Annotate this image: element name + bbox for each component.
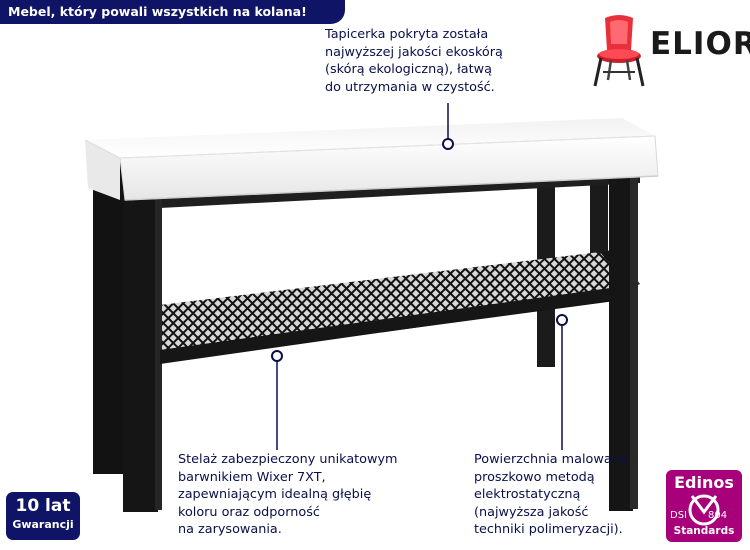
callout-line: (najwyższa jakość bbox=[474, 504, 589, 520]
callout-upholstery: Tapicerka pokryta została najwyższej jak… bbox=[325, 26, 503, 96]
mesh-shelf bbox=[160, 252, 630, 350]
callout-line: Tapicerka pokryta została bbox=[325, 27, 489, 42]
header-banner: Mebel, który powali wszystkich na kolana… bbox=[0, 0, 345, 24]
badge-right-code: 804 bbox=[708, 510, 728, 521]
callout-line: koloru oraz odporność bbox=[178, 504, 320, 520]
callout-line: (skórą ekologiczną), łatwą bbox=[325, 62, 492, 77]
callout-coating: Powierzchnia malowana proszkowo metodą e… bbox=[474, 451, 628, 539]
callout-line: zapewniającym idealną głębię bbox=[178, 487, 372, 502]
target-check-icon bbox=[688, 494, 720, 526]
chair-icon bbox=[593, 15, 645, 87]
callout-lines bbox=[271, 103, 568, 450]
callout-line: do utrzymania w czystość. bbox=[325, 79, 495, 95]
badge-left-code: DSI bbox=[670, 510, 687, 521]
callout-line: proszkowo metodą bbox=[474, 469, 595, 485]
bench-frame bbox=[93, 152, 640, 512]
callout-line: elektrostatyczną bbox=[474, 487, 581, 502]
callout-line: na zarysowania. bbox=[178, 522, 282, 537]
warranty-badge: 10 lat Gwarancji bbox=[6, 492, 80, 540]
callout-line: barwnikiem Wixer 7XT, bbox=[178, 469, 326, 485]
callout-line: Powierzchnia malowana bbox=[474, 452, 628, 467]
callout-line: techniki polimeryzacji). bbox=[474, 522, 623, 537]
badge-label: Standards bbox=[673, 525, 735, 537]
callout-line: Stelaż zabezpieczony unikatowym bbox=[178, 452, 398, 467]
brand-name: ELIOR bbox=[650, 26, 750, 62]
badge-brand: Edinos bbox=[674, 473, 734, 492]
callout-line: najwyższej jakości ekoskórą bbox=[325, 44, 503, 60]
edinos-badge: Edinos DSI 804 Standards bbox=[666, 470, 742, 542]
callout-frame: Stelaż zabezpieczony unikatowym barwniki… bbox=[178, 451, 398, 539]
warranty-label: Gwarancji bbox=[12, 518, 74, 531]
warranty-years: 10 lat bbox=[15, 496, 71, 516]
bench-seat bbox=[84, 118, 659, 201]
